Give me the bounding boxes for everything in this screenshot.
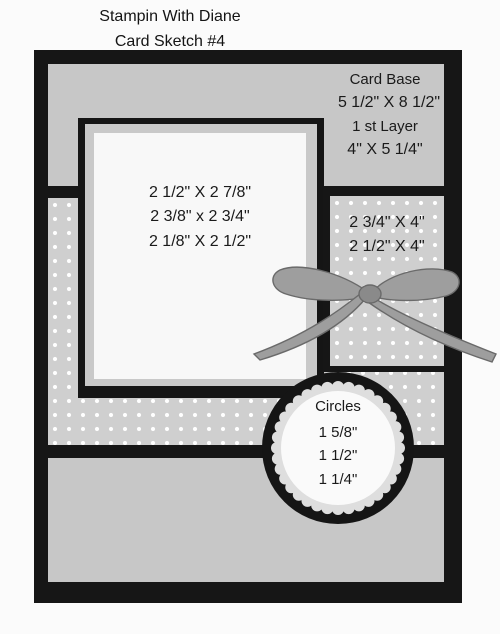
center-mat-size: 2 1/8" X 2 1/2"	[148, 233, 252, 250]
circle-size: 1 5/8"	[318, 424, 358, 441]
first-layer-label: 1 st Layer	[352, 118, 418, 135]
right-panel-size: 2 1/2" X 4"	[349, 238, 425, 255]
center-mat-size: 2 3/8" x 2 3/4"	[150, 208, 250, 225]
header-title: Stampin With Diane	[99, 8, 241, 25]
circle-size: 1 1/4"	[318, 471, 358, 488]
circle-inner	[281, 391, 395, 505]
card-base-label: Card Base	[349, 71, 421, 88]
card-base-size: 5 1/2" X 8 1/2"	[337, 94, 441, 111]
center-mat-panel	[94, 133, 306, 379]
header-subtitle: Card Sketch #4	[114, 33, 226, 50]
circles-label: Circles	[315, 398, 361, 415]
ribbon-bow-icon	[252, 266, 497, 363]
center-mat-size: 2 1/2" X 2 7/8"	[148, 184, 252, 201]
first-layer-size: 4" X 5 1/4"	[347, 141, 423, 158]
circle-size: 1 1/2"	[318, 447, 358, 464]
right-panel-size: 2 3/4" X 4"	[349, 214, 425, 231]
